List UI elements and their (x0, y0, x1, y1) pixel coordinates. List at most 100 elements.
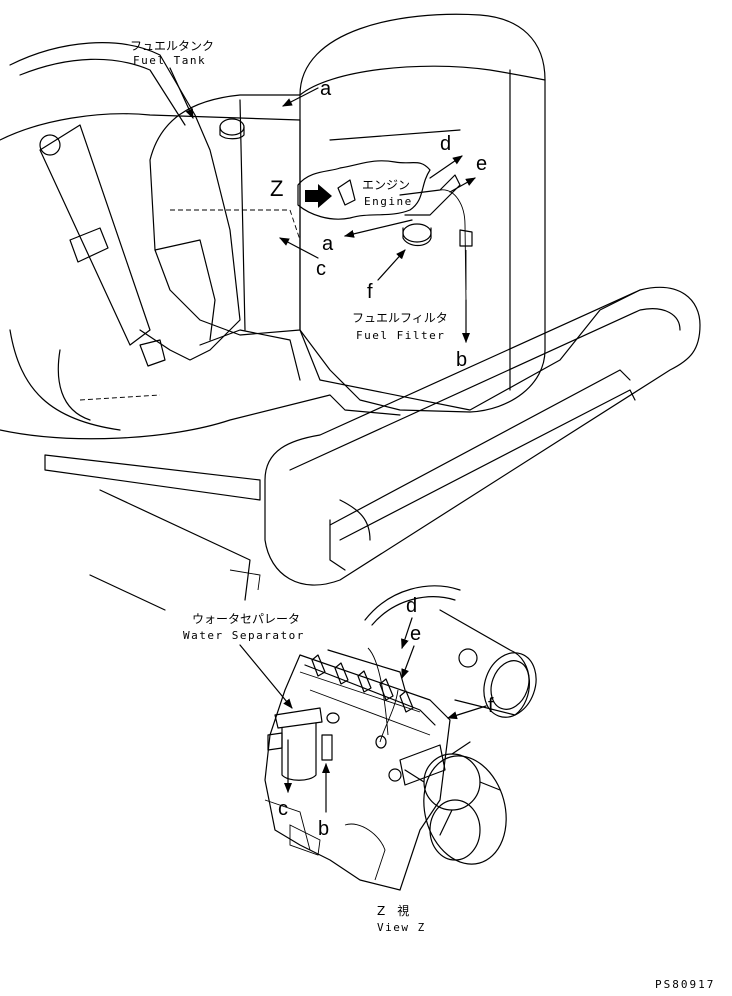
crank-pulley (429, 799, 481, 861)
arrow-d-lower (401, 617, 413, 649)
valve-cover (327, 649, 406, 691)
injector-3 (357, 670, 372, 693)
arrow-e-lower (401, 645, 415, 679)
water-separator-bowl (281, 722, 317, 781)
head-gasket-line (309, 689, 431, 736)
arrow-d-top (429, 155, 463, 179)
arrow-f-top (377, 249, 406, 281)
feed-pump-fitting (326, 712, 340, 724)
water-separator-leader (239, 644, 293, 709)
engine-label-jp: エンジン (362, 178, 410, 192)
track-frame-end (329, 519, 346, 571)
air-intake-arc-inner (371, 596, 456, 626)
ref-c-top: c (316, 258, 326, 280)
ref-f-lower: f (488, 695, 494, 717)
tank-base (199, 329, 301, 381)
frame-lower-edge (0, 394, 401, 440)
fuel-return-rail (299, 671, 421, 713)
ref-a-top: a (320, 78, 332, 100)
fuel-filter-label-jp: フュエルフィルタ (352, 311, 448, 325)
fuel-filter-body (402, 227, 432, 247)
fuel-tank-leader (169, 67, 194, 119)
engine-view-z (264, 585, 537, 891)
fuel-line-e (379, 689, 399, 743)
view-z-label-jp: Z 視 (377, 903, 409, 918)
muffler-outlet-inner (490, 660, 530, 710)
ref-c-lower: c (278, 798, 288, 820)
track-inner-edge (289, 308, 681, 471)
ref-b-lower: b (318, 818, 329, 840)
water-separator-bracket (267, 732, 283, 751)
lower-labels: ウォータセパレータ Water Separator d e f c b Z 視 … (183, 595, 715, 991)
ref-f-top: f (367, 281, 373, 303)
fan-belt (423, 755, 507, 865)
injector-4 (379, 678, 394, 701)
arm-cylinder (39, 124, 151, 346)
frame-inner-curve (57, 349, 91, 421)
tank-bracket (154, 239, 216, 341)
fuel-tank (149, 94, 301, 336)
arrow-e-top (449, 177, 476, 193)
filter-head (399, 174, 461, 216)
cylinder-rod-end (139, 339, 166, 367)
ref-a-mid: a (322, 233, 334, 255)
boom-outline (9, 42, 241, 361)
track-shoe-2 (339, 389, 636, 541)
cylinder-clamp (69, 227, 109, 263)
revolving-frame (0, 113, 641, 411)
fuel-tank-label-jp: フュエルタンク (130, 39, 214, 53)
machine-upper-view (0, 13, 701, 611)
cooling-fan-blades (404, 741, 501, 836)
water-separator-label-en: Water Separator (183, 629, 305, 642)
engine-cutaway (297, 160, 431, 220)
ref-d-lower: d (406, 595, 417, 617)
fuel-hose-b (439, 189, 467, 301)
fuel-filter-bowl (402, 223, 432, 243)
fuel-tank-label-en: Fuel Tank (133, 54, 206, 67)
fuel-tank-seam (239, 99, 246, 331)
arrow-f-lower (447, 705, 487, 720)
ref-d-top: d (440, 133, 451, 155)
injector-part (337, 179, 356, 206)
blade-arm (99, 489, 251, 601)
fuel-filter-label-en: Fuel Filter (356, 329, 445, 342)
hood-opening-top (329, 129, 461, 141)
idler-curve (339, 499, 371, 541)
boom-inner (19, 58, 186, 126)
engine-block (264, 654, 451, 891)
engine-label-en: Engine (364, 195, 413, 208)
cylinder-pin (39, 134, 61, 156)
hidden-edge-2 (79, 394, 161, 401)
fuel-line-d (367, 647, 389, 736)
upper-labels: フュエルタンク Fuel Tank a Z エンジン Engine d e a … (130, 39, 487, 371)
air-intake-arc (364, 585, 461, 621)
dozer-blade (44, 454, 261, 501)
blade-edge (89, 574, 166, 611)
view-z-label-en: View Z (377, 921, 426, 934)
arrow-a-top (282, 87, 319, 107)
injector-1 (311, 654, 326, 677)
ref-e-top: e (476, 153, 487, 175)
view-z-arrow-icon (305, 184, 332, 208)
blade-bracket (229, 569, 261, 591)
hose-clamp (459, 229, 473, 247)
injectors (311, 654, 414, 713)
cylinder-head-edge (304, 664, 436, 726)
frame-front-curve (9, 329, 121, 431)
alternator-bolt (388, 768, 402, 782)
view-z-marker: Z (270, 176, 283, 201)
arrow-a-mid (344, 219, 413, 238)
water-separator-label-jp: ウォータセパレータ (192, 612, 300, 626)
muffler-cap (458, 648, 478, 668)
block-lower-edge (264, 799, 311, 851)
hidden-edge-1 (170, 209, 301, 241)
water-separator-drain (321, 734, 333, 761)
part-code: PS80917 (655, 978, 715, 991)
cooling-fan-hub (423, 753, 481, 811)
engine-hood (299, 13, 546, 413)
arrow-c-top (279, 237, 319, 259)
engine-hood-top (299, 65, 546, 96)
fuel-tank-cap-base (219, 126, 245, 140)
water-separator-head (274, 707, 323, 729)
